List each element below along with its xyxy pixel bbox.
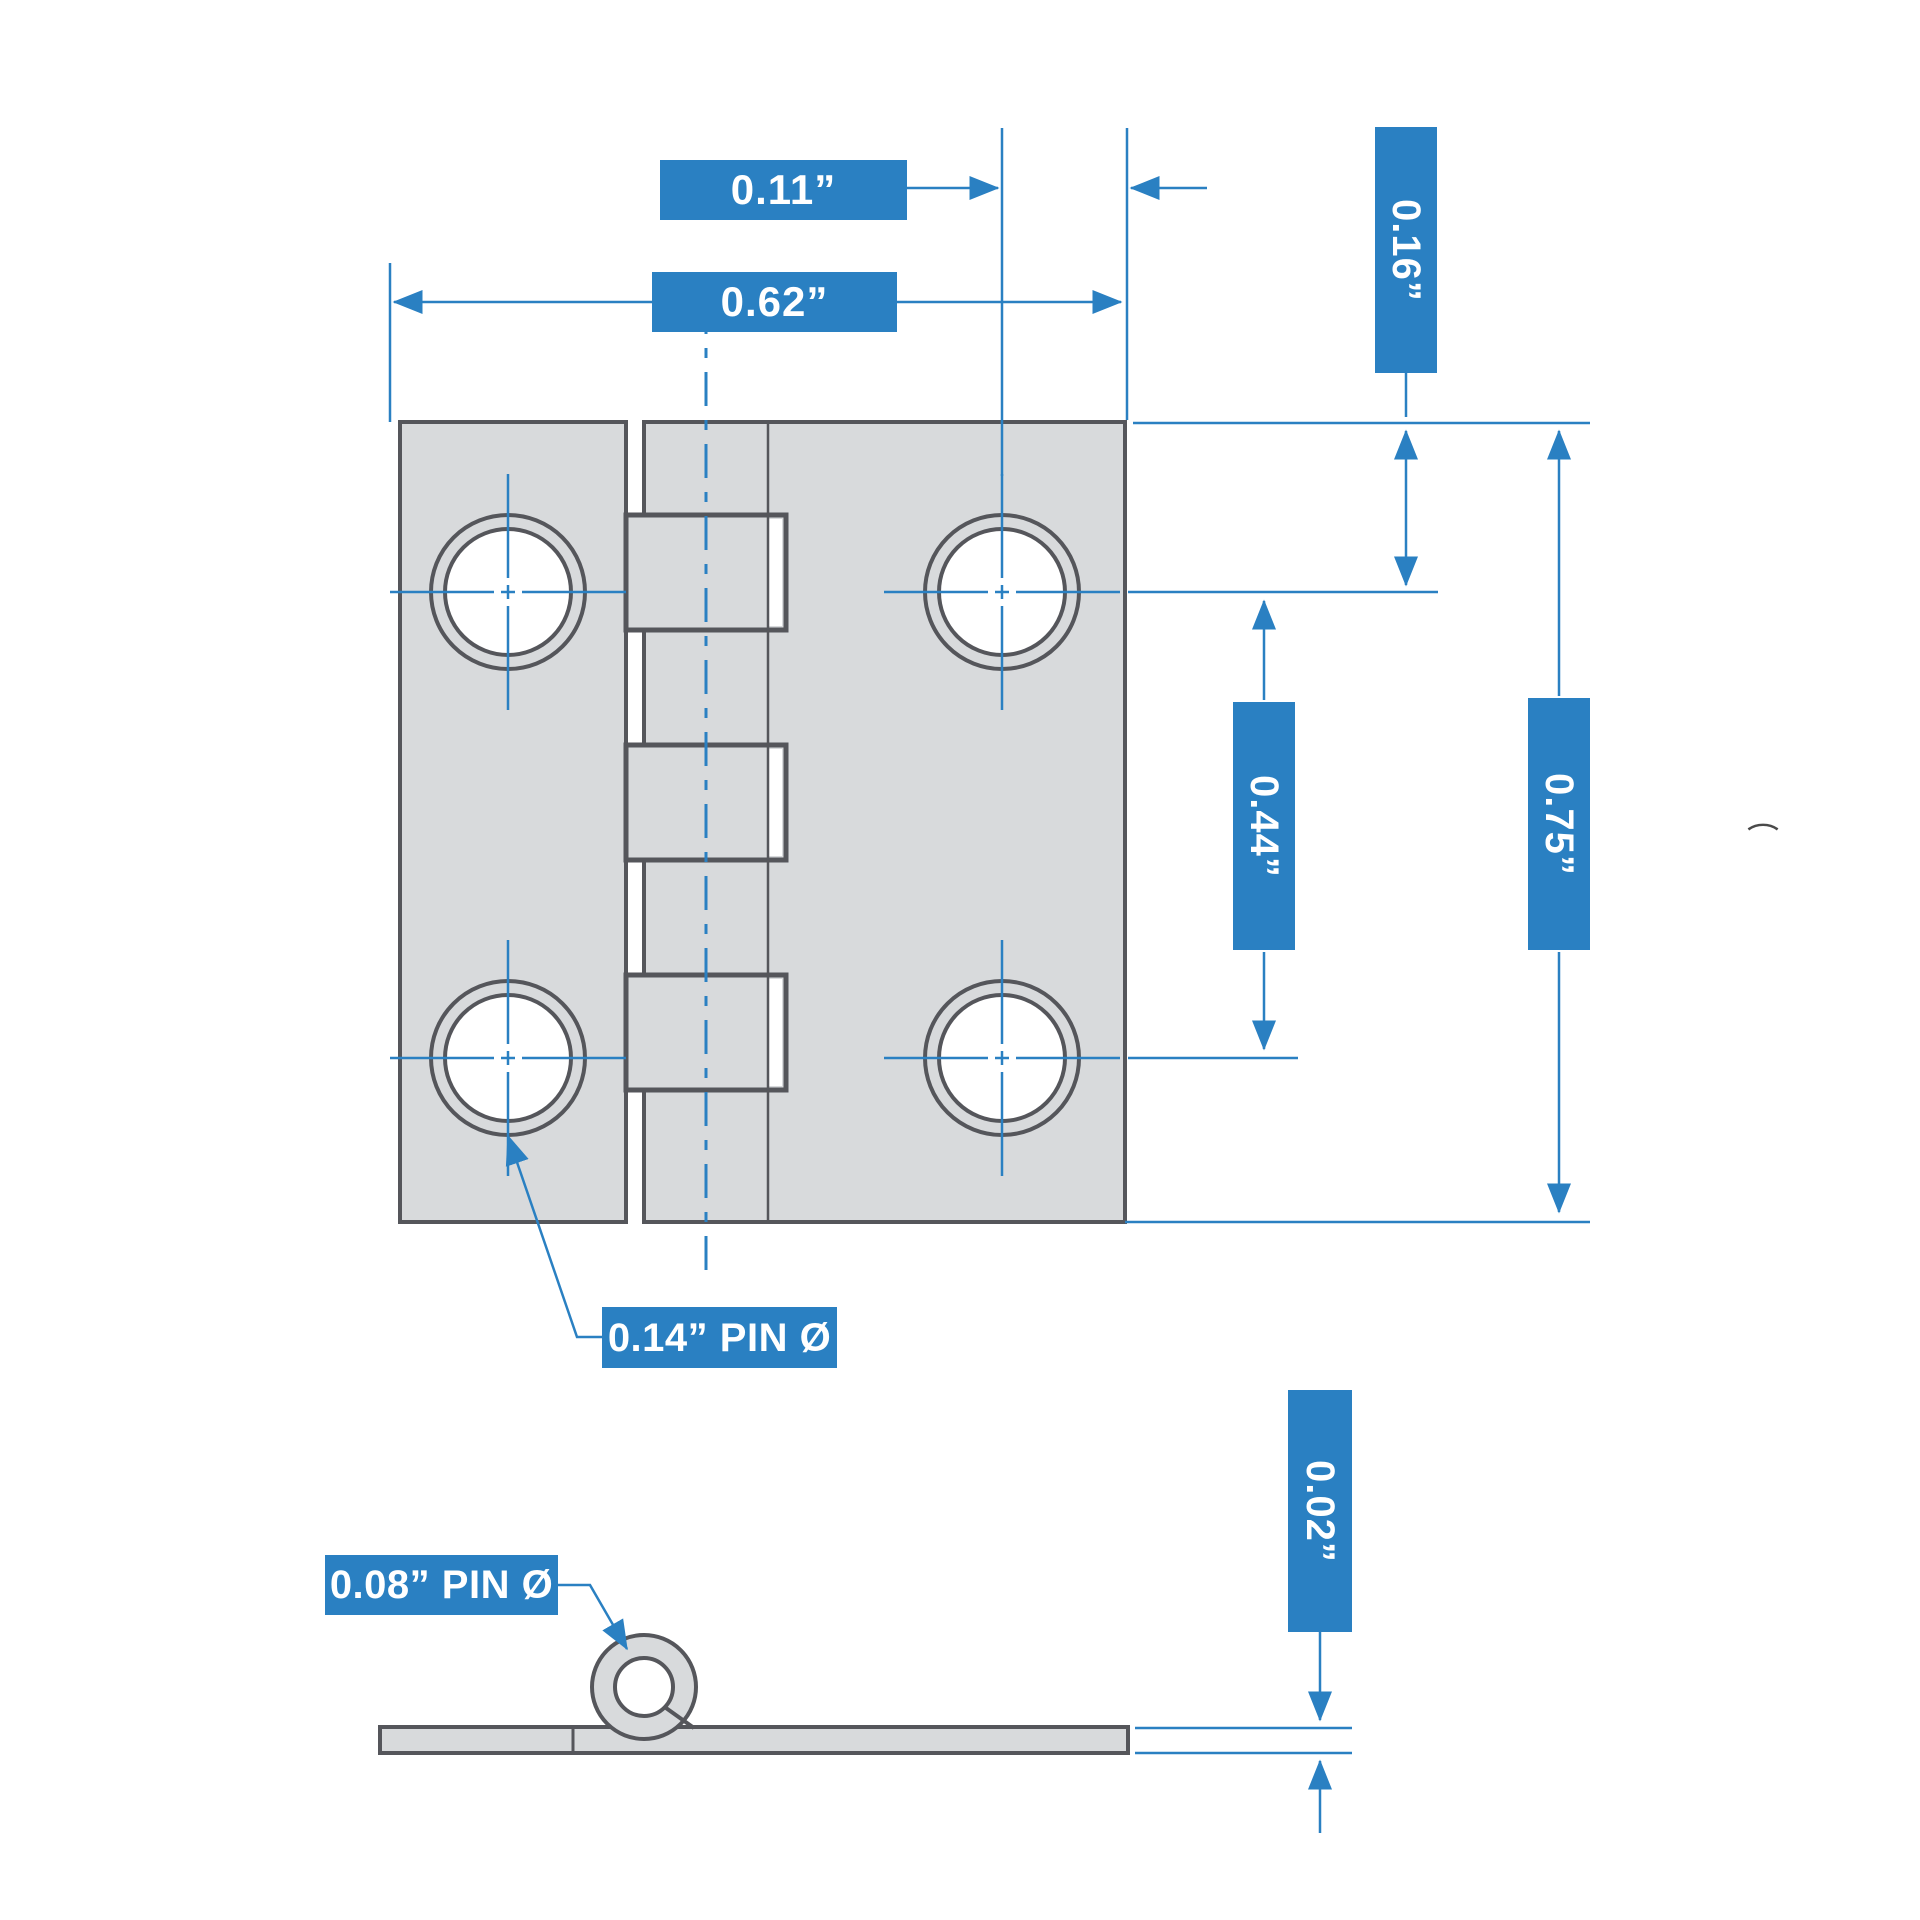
top-view bbox=[388, 300, 1127, 1270]
dim-label-leaf-width: 0.62” bbox=[652, 272, 897, 332]
dimension-lines bbox=[388, 128, 1590, 1339]
dim-label-hole-edge-offset: 0.11” bbox=[660, 160, 907, 220]
dim-label-leaf-thickness: 0.02” bbox=[1288, 1390, 1352, 1632]
dim-label-hinge-height: 0.75” bbox=[1528, 698, 1590, 950]
dim-label-barrel-pin-diameter: 0.08” PIN Ø bbox=[325, 1555, 558, 1615]
barrel-pin-hole bbox=[613, 1656, 675, 1718]
knuckle-gap bbox=[769, 749, 782, 856]
leaf-profile-bar bbox=[378, 1725, 1130, 1755]
leader-hole-pin bbox=[505, 1134, 602, 1339]
side-dimension-lines bbox=[558, 1583, 1352, 1833]
dim-label-hole-vertical-spacing: 0.44” bbox=[1233, 702, 1295, 950]
side-view bbox=[378, 1633, 1130, 1755]
dim-label-hole-top-offset: 0.16” bbox=[1375, 127, 1437, 373]
knuckle-gap bbox=[769, 519, 782, 626]
knuckle-rect bbox=[623, 742, 789, 863]
curl-transition-line bbox=[664, 1706, 696, 1730]
leader-barrel-pin bbox=[558, 1583, 629, 1651]
knuckle-gap bbox=[769, 979, 782, 1086]
dim-label-screw-hole-diameter: 0.14” PIN Ø bbox=[602, 1307, 837, 1368]
stray-mark: ⌒ bbox=[1747, 823, 1779, 848]
